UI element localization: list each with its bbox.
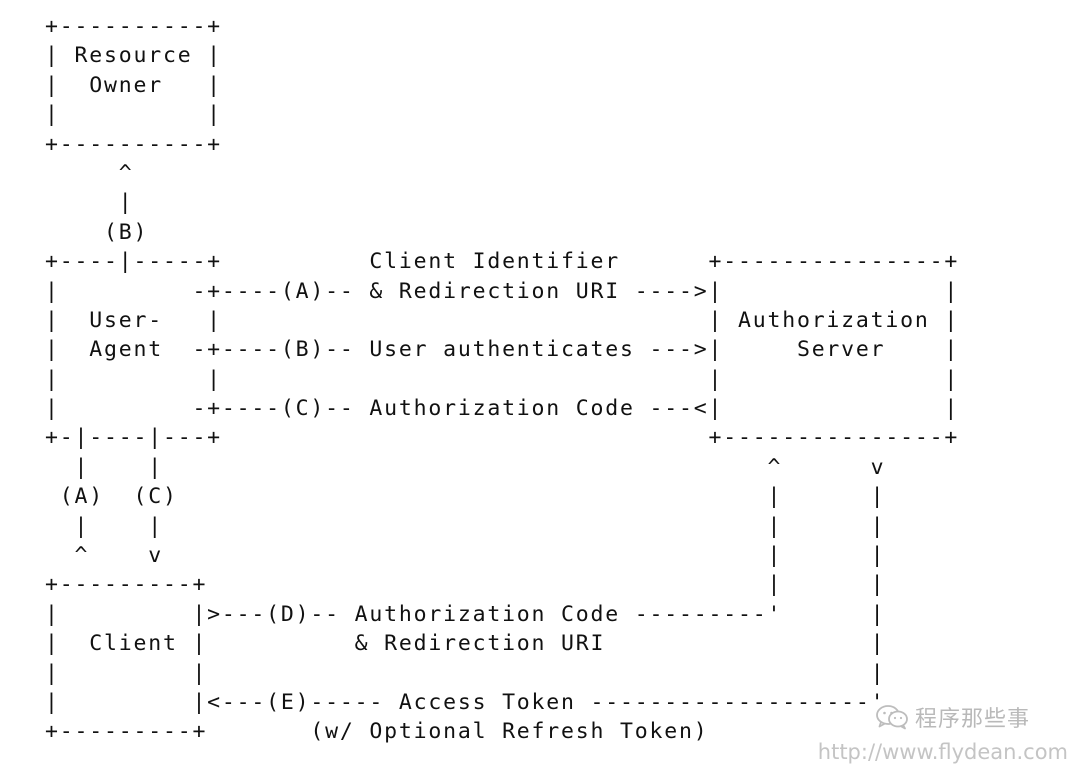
diagram-line: | |<---(E)----- Access Token -----------… bbox=[45, 689, 886, 715]
watermark-url: http://www.flydean.com bbox=[817, 740, 1068, 764]
diagram-line: | Client | & Redirection URI | bbox=[45, 631, 886, 657]
diagram-line: | | | | bbox=[45, 513, 886, 539]
diagram-line: | Owner | bbox=[45, 72, 222, 98]
watermark-name-row: 程序那些事 bbox=[875, 702, 1030, 732]
diagram-line: | -+----(A)-- & Redirection URI ---->| | bbox=[45, 278, 960, 304]
diagram-line: | Agent -+----(B)-- User authenticates -… bbox=[45, 337, 960, 363]
oauth-authorization-code-flow-diagram: +----------+ | Resource | | Owner | | | +---… bbox=[45, 12, 959, 747]
diagram-line: ^ bbox=[45, 160, 134, 186]
wechat-icon bbox=[876, 705, 908, 730]
diagram-line: +----|-----+ Client Identifier +--------… bbox=[45, 249, 960, 275]
diagram-line: | bbox=[45, 190, 134, 216]
diagram-line: | | bbox=[45, 102, 222, 128]
diagram-line: (A) (C) | | bbox=[45, 484, 886, 510]
diagram-line: | | | bbox=[45, 660, 886, 686]
diagram-line: +----------+ bbox=[45, 131, 222, 157]
diagram-line: | Resource | bbox=[45, 43, 222, 69]
watermark-name: 程序那些事 bbox=[914, 707, 1030, 732]
diagram-line: | |>---(D)-- Authorization Code --------… bbox=[45, 601, 886, 627]
diagram-line: | | ^ v bbox=[45, 454, 886, 480]
diagram-line: +-|----|---+ +---------------+ bbox=[45, 425, 960, 451]
diagram-line: ^ v | | bbox=[45, 543, 886, 569]
diagram-line: | User- | | Authorization | bbox=[45, 307, 960, 333]
diagram-line: | | | | bbox=[45, 366, 960, 392]
diagram-line: +---------+ | | bbox=[45, 572, 886, 598]
diagram-line: +----------+ bbox=[45, 14, 222, 39]
diagram-line: (B) bbox=[45, 219, 149, 245]
diagram-line: | -+----(C)-- Authorization Code ---<| | bbox=[45, 396, 960, 422]
watermark: 程序那些事 http://www.flydean.com bbox=[818, 702, 1068, 764]
diagram-line: +---------+ (w/ Optional Refresh Token) bbox=[45, 719, 709, 745]
